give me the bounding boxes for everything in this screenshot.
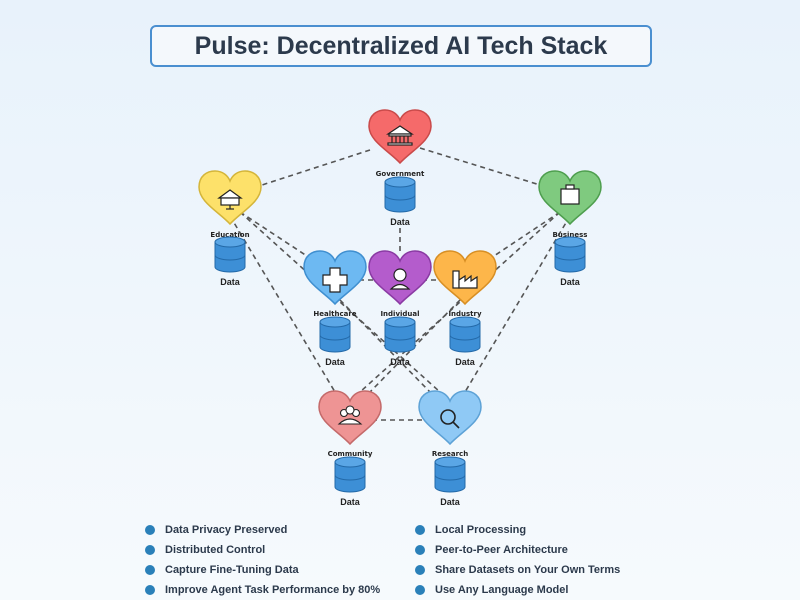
data-label-healthcare: Data — [325, 357, 346, 367]
title-box: Pulse: Decentralized AI Tech Stack — [150, 25, 652, 67]
feature-item: Peer-to-Peer Architecture — [415, 540, 685, 560]
edge-education-healthcare — [239, 211, 311, 259]
data-store-education: Data — [214, 236, 246, 287]
data-store-government: Data — [384, 176, 416, 227]
node-label-healthcare: Healthcare — [313, 310, 356, 318]
node-label-research: Research — [432, 450, 468, 458]
factory-icon — [452, 270, 478, 289]
feature-text: Peer-to-Peer Architecture — [435, 544, 568, 556]
person-icon — [389, 268, 411, 290]
node-label-community: Community — [328, 450, 373, 458]
school-icon — [217, 189, 243, 210]
node-healthcare[interactable]: Healthcare — [303, 250, 367, 318]
node-label-education: Education — [210, 231, 249, 239]
feature-text: Share Datasets on Your Own Terms — [435, 564, 621, 576]
data-label-research: Data — [440, 497, 461, 507]
data-label-individual: Data — [390, 357, 411, 367]
page-title: Pulse: Decentralized AI Tech Stack — [194, 31, 608, 60]
feature-text: Data Privacy Preserved — [165, 524, 288, 536]
node-label-government: Government — [376, 170, 425, 178]
data-label-community: Data — [340, 497, 361, 507]
data-store-individual: Data — [384, 316, 416, 367]
community-heart — [318, 390, 382, 445]
node-community[interactable]: Community — [318, 390, 382, 458]
edge-business-research — [464, 215, 571, 393]
feature-item: Local Processing — [415, 520, 685, 540]
edge-government-education — [261, 149, 371, 186]
feature-item: Capture Fine-Tuning Data — [145, 560, 415, 580]
bullet-icon — [145, 565, 155, 575]
data-store-industry: Data — [449, 316, 481, 367]
feature-text: Distributed Control — [165, 544, 266, 556]
bullet-icon — [415, 585, 425, 595]
feature-item: Share Datasets on Your Own Terms — [415, 560, 685, 580]
node-label-individual: Individual — [380, 310, 419, 318]
feature-text: Capture Fine-Tuning Data — [165, 564, 299, 576]
node-label-business: Business — [553, 231, 588, 239]
research-heart — [418, 390, 482, 445]
data-store-business: Data — [554, 236, 586, 287]
government-building-icon — [386, 125, 414, 146]
node-individual[interactable]: Individual — [368, 250, 432, 318]
bullet-icon — [145, 585, 155, 595]
feature-text: Improve Agent Task Performance by 80% — [165, 584, 381, 596]
bullet-icon — [415, 565, 425, 575]
medical-cross-icon — [322, 267, 348, 293]
people-group-icon — [337, 405, 363, 425]
bullet-icon — [145, 525, 155, 535]
feature-item: Use Any Language Model — [415, 580, 685, 600]
node-industry[interactable]: Industry — [433, 250, 497, 318]
feature-text: Use Any Language Model — [435, 584, 569, 596]
bullet-icon — [415, 525, 425, 535]
node-business[interactable]: Business — [538, 170, 602, 239]
edge-government-business — [419, 147, 541, 186]
data-label-business: Data — [560, 277, 581, 287]
feature-list: Data Privacy Preserved Local Processing … — [145, 520, 705, 600]
feature-item: Data Privacy Preserved — [145, 520, 415, 540]
node-education[interactable]: Education — [198, 170, 262, 239]
edge-business-industry — [487, 211, 561, 261]
data-store-community: Data — [334, 456, 366, 507]
feature-text: Local Processing — [435, 524, 527, 536]
node-research[interactable]: Research — [418, 390, 482, 458]
briefcase-icon — [560, 184, 580, 205]
node-government[interactable]: Government — [368, 109, 432, 178]
feature-item: Improve Agent Task Performance by 80% — [145, 580, 415, 600]
data-label-education: Data — [220, 277, 241, 287]
data-label-government: Data — [390, 217, 411, 227]
bullet-icon — [145, 545, 155, 555]
edge-education-community — [229, 215, 336, 393]
data-store-research: Data — [434, 456, 466, 507]
data-store-healthcare: Data — [319, 316, 351, 367]
bullet-icon — [415, 545, 425, 555]
data-label-industry: Data — [455, 357, 476, 367]
magnifier-icon — [440, 409, 460, 429]
node-label-industry: Industry — [448, 310, 482, 318]
feature-item: Distributed Control — [145, 540, 415, 560]
